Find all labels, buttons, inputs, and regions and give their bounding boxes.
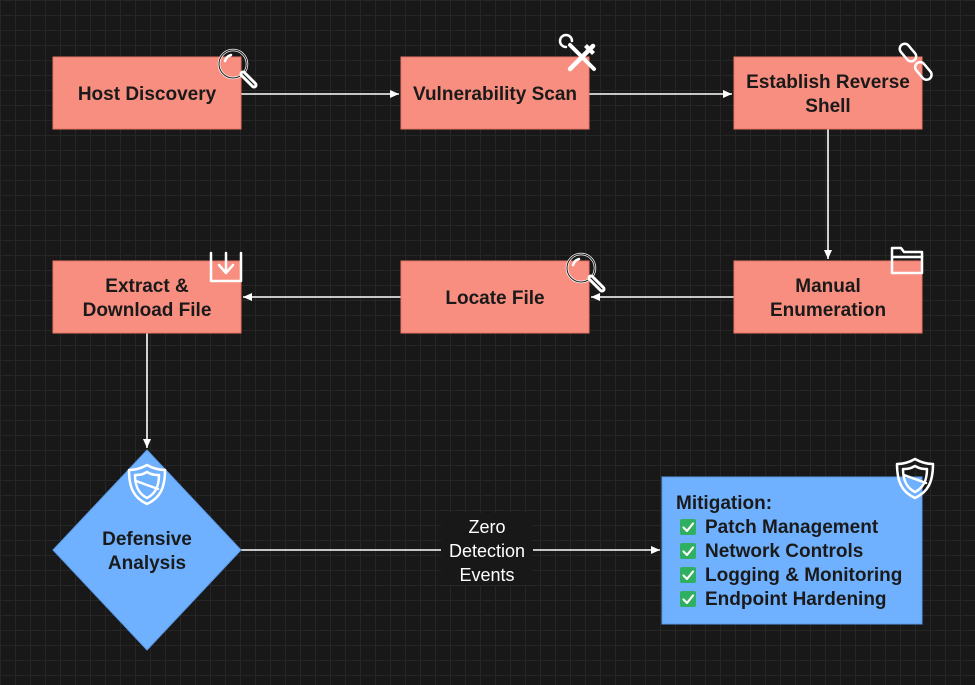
magnifier-icon (565, 252, 606, 293)
tools-icon (558, 33, 596, 72)
shield-icon (127, 463, 167, 506)
check-icon (680, 591, 696, 607)
download-icon (209, 251, 243, 283)
node-label-line: Locate File (445, 288, 544, 309)
mitigation-item: Logging & Monitoring (705, 565, 902, 586)
process-box (733, 56, 923, 130)
node-label-line: Enumeration (770, 300, 886, 321)
folder-icon (890, 246, 924, 275)
shield-icon (895, 457, 935, 500)
edge-label-line: Events (459, 565, 514, 585)
node-extract-download[interactable]: Extract & Download File (52, 251, 243, 334)
edge-label-line: Zero (468, 517, 505, 537)
process-box (52, 56, 242, 130)
node-label-line: Host Discovery (78, 84, 217, 105)
node-label-line: Download File (83, 300, 212, 321)
node-label-line: Extract & (105, 276, 189, 297)
mitigation-item: Network Controls (705, 541, 863, 562)
process-box (400, 56, 590, 130)
decision-diamond (52, 449, 242, 651)
check-icon (680, 519, 696, 535)
process-box (52, 260, 242, 334)
node-label-line: Vulnerability Scan (413, 84, 577, 105)
broken-link-icon (898, 42, 933, 82)
node-host-discovery[interactable]: Host Discovery (52, 48, 258, 130)
process-box (733, 260, 923, 334)
mitigation-title: Mitigation: (676, 493, 772, 514)
node-label-line: Establish Reverse (746, 72, 910, 93)
process-box (400, 260, 590, 334)
node-label-line: Shell (805, 96, 850, 117)
check-icon (680, 567, 696, 583)
node-label-line: Manual (795, 276, 860, 297)
mitigation-item: Patch Management (705, 517, 879, 538)
mitigation-item: Endpoint Hardening (705, 589, 887, 610)
nodes-layer: Host Discovery Vulnerability Scan Establis… (52, 33, 934, 651)
edge-label-background (441, 513, 533, 585)
magnifier-icon (217, 48, 258, 89)
node-locate-file[interactable]: Locate File (400, 252, 606, 334)
edge-label-line: Detection (449, 541, 525, 561)
mitigation-panel-box (661, 476, 923, 625)
node-label-line: Analysis (108, 553, 186, 574)
node-label-line: Defensive (102, 529, 192, 550)
node-vulnerability-scan[interactable]: Vulnerability Scan (400, 33, 596, 130)
check-icon (680, 543, 696, 559)
